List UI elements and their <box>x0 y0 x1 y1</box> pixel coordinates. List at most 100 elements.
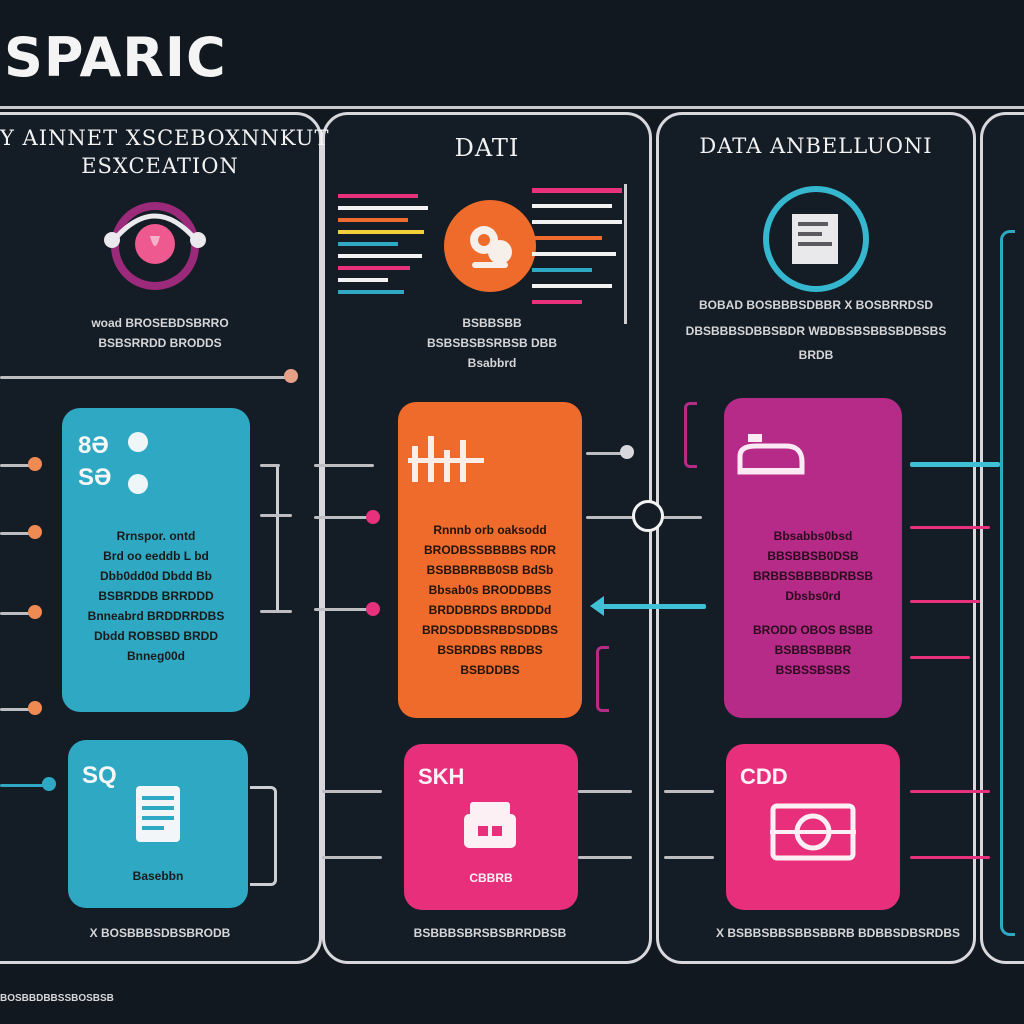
right-edge-bracket <box>1000 230 1015 936</box>
arrow-left-icon <box>590 596 604 616</box>
column-2-footer: BSBBBSBRSBSBRRDBSB <box>413 926 567 940</box>
connector-line <box>664 790 714 793</box>
card-line: BSBRDDB BRRDDD <box>98 589 214 603</box>
robot-icon <box>440 196 540 301</box>
connector-line <box>0 376 290 379</box>
card-line: BSBBBRBB0SB BdSb <box>426 563 554 577</box>
column-1-desc-line1: woad BROSEBDSBRRO <box>91 316 229 330</box>
card-column-2-bottom[interactable]: SKH CBBRB <box>404 744 578 910</box>
connector-line <box>586 452 626 455</box>
card-line: BRDDBRDS BRDDDd <box>428 603 552 617</box>
connector-line <box>664 856 714 859</box>
connector-line <box>910 790 990 793</box>
column-2-desc-line1: BSBBSBB <box>462 316 522 330</box>
connector-dot <box>366 602 380 616</box>
server-icon <box>134 784 182 849</box>
connector-line <box>260 464 280 467</box>
input-wire <box>0 464 36 467</box>
connector-line <box>314 608 374 611</box>
column-3-title: DATA ANBELLUONI <box>699 134 933 158</box>
card-line: BRBBSBBBBDRBSB <box>753 569 873 583</box>
card-line: BRODD OBOS BSBB <box>752 623 873 637</box>
card-line: Bnneg00d <box>126 649 185 663</box>
footnote: BOSBBDBBSSBOSBSB <box>0 993 114 1004</box>
connector-line <box>260 610 292 613</box>
card-label: SQ <box>82 762 117 789</box>
card-line: Rrnspor. ontd <box>116 529 196 543</box>
printer-icon <box>462 800 518 857</box>
column-3-desc-line3: BRDB <box>798 348 834 362</box>
column-1-subtitle: ESXCEATION <box>81 154 239 178</box>
connector-line <box>260 514 292 517</box>
connector-dot <box>620 445 634 459</box>
column-3-desc-line1: BOBAD BOSBBBSDBBR X BOSBRRDSD <box>698 298 933 312</box>
equalizer-icon <box>408 436 488 491</box>
card-line: BBSBBSB0DSB <box>767 549 859 563</box>
bracket-connector <box>276 466 279 612</box>
card-column-1-top[interactable]: 8Ə SƏ Rrnspor. ontd Brd oo eeddb L bd Db… <box>62 408 250 712</box>
column-3-footer: X BSBBSBBSBBSBBRB BDBBSDBSRDBS <box>716 926 961 940</box>
connector-line <box>910 462 1000 467</box>
connector-line <box>910 656 970 659</box>
connector-line <box>910 526 990 529</box>
bracket-connector <box>250 786 277 886</box>
card-line: Brd oo eeddb L bd <box>103 549 209 563</box>
input-wire <box>0 784 50 787</box>
card-line: Rnnnb orb oaksodd <box>433 523 547 537</box>
card-column-3-bottom[interactable]: CDD <box>726 744 900 910</box>
input-wire <box>0 612 36 615</box>
card-label-a: 8Ə <box>78 432 109 459</box>
input-wire <box>0 532 36 535</box>
card-line: Dbb0dd0d Dbdd Bb <box>100 569 212 583</box>
card-line: BSBBSBBBR <box>774 643 852 657</box>
card-column-3-top[interactable]: Bbsabbs0bsd BBSBBSB0DSB BRBBSBBBBDRBSB D… <box>724 398 902 718</box>
card-label-b: SƏ <box>78 464 112 491</box>
card-column-1-bottom[interactable]: SQ Basebbn <box>68 740 248 908</box>
card-line: BSBDDBS <box>460 663 520 677</box>
column-2-title: DATI <box>454 134 520 162</box>
junction-node <box>632 500 664 532</box>
input-dot <box>28 701 42 715</box>
connector-dot <box>366 510 380 524</box>
column-1-title: Y AINNET XSCEBOXNNKUT <box>0 126 330 150</box>
card-caption: CBBRB <box>469 871 513 885</box>
card-line: Dbdd ROBSBD BRDD <box>94 629 218 643</box>
headphones-icon <box>100 196 210 296</box>
connector-line <box>314 516 374 519</box>
column-1-desc-line2: BSBSRRDD BRODDS <box>98 336 222 350</box>
document-icon <box>756 184 876 299</box>
connector-line <box>314 464 374 467</box>
connector-line <box>578 790 632 793</box>
input-wire <box>0 708 36 711</box>
connector-dot <box>284 369 298 383</box>
card-line: BRDSDDBSRBDSDDBS <box>421 623 558 637</box>
connector-line <box>578 856 632 859</box>
equalizer-icon <box>338 190 434 315</box>
bracket-connector <box>596 646 609 712</box>
status-dot-icon <box>128 474 148 494</box>
card-label: SKH <box>418 764 465 789</box>
card-line: Dbsbs0rd <box>785 589 841 603</box>
scanner-icon <box>736 432 806 487</box>
camera-icon <box>766 800 860 869</box>
connector-line <box>910 600 980 603</box>
connector-line <box>910 856 990 859</box>
card-label: CDD <box>740 764 788 789</box>
card-line: BRODBSSBBBBS RDR <box>423 543 556 557</box>
status-dot-icon <box>128 432 148 452</box>
card-line: Bnneabrd BRDDRRDBS <box>87 609 225 623</box>
column-3-desc-line2: DBSBBBSDBBSBDR WBDBSBSBBSBDBSBS <box>685 324 947 338</box>
card-line: BSBRDBS RBDBS <box>437 643 543 657</box>
equalizer-icon <box>532 184 628 329</box>
column-2-desc-line2: BSBSBSBSRBSB DBB <box>426 336 557 350</box>
column-1-footer: X BOSBBBSDBSBRODB <box>89 926 231 940</box>
card-line: Bbsab0s BRODDBBS <box>428 583 552 597</box>
connector-line <box>322 856 382 859</box>
connector-line <box>596 604 706 609</box>
card-column-2-top[interactable]: Rnnnb orb oaksodd BRODBSSBBBBS RDR BSBBB… <box>398 402 582 718</box>
input-dot <box>28 525 42 539</box>
input-dot <box>28 605 42 619</box>
page-title: SPARIC <box>4 26 227 89</box>
card-caption: Basebbn <box>132 869 184 883</box>
input-dot <box>42 777 56 791</box>
